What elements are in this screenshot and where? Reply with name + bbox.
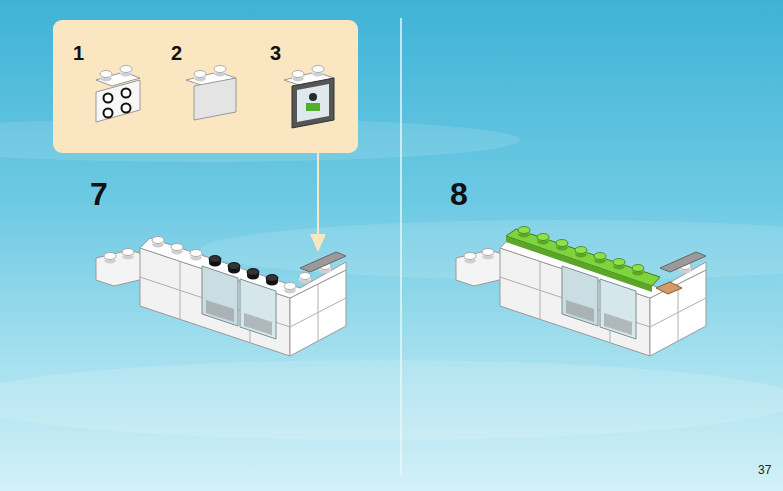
page-number: 37	[758, 463, 771, 477]
part-number: 2	[171, 42, 182, 65]
part-number: 1	[73, 42, 84, 65]
parts-callout: 1 2 3	[53, 20, 358, 153]
step-number: 8	[450, 176, 468, 213]
step-number: 7	[90, 176, 108, 213]
part-number: 3	[270, 42, 281, 65]
